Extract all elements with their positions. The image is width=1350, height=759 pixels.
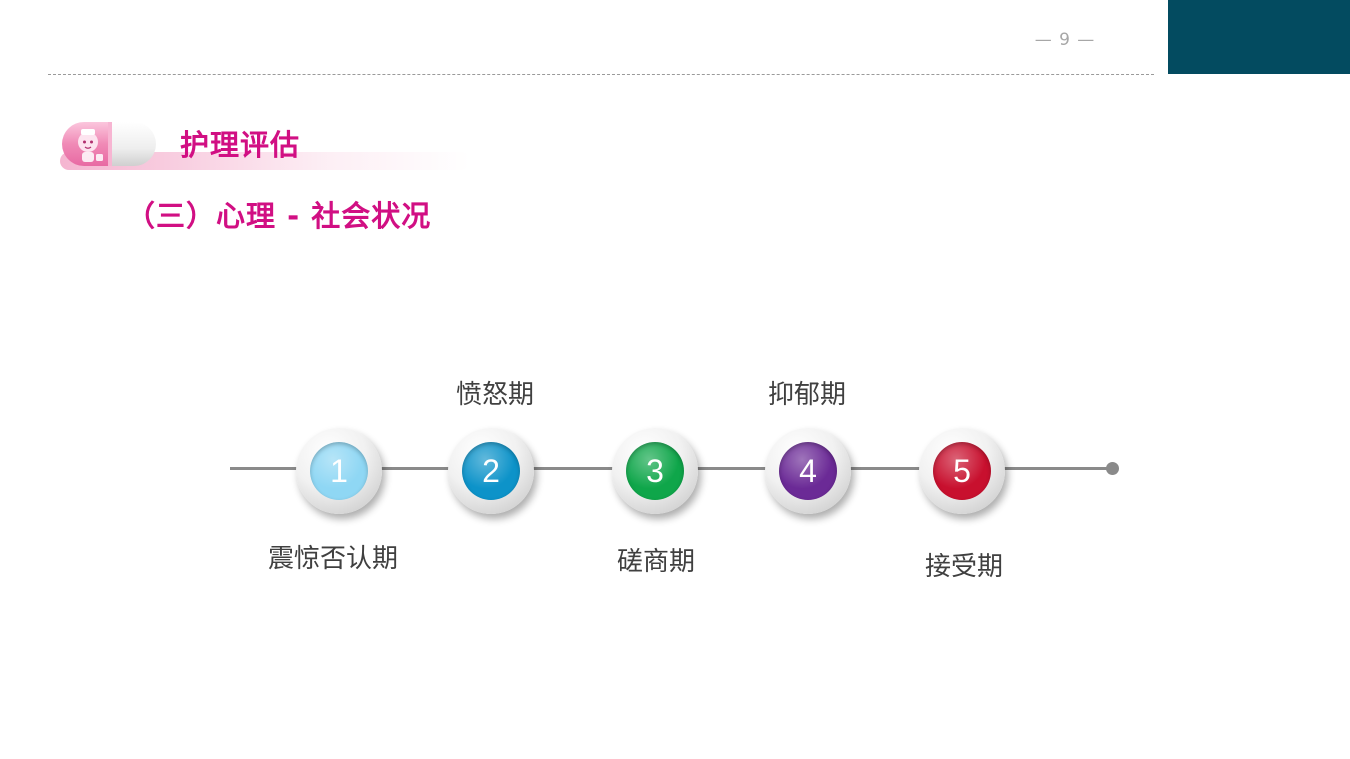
stage-5-node: 5 (919, 428, 1005, 514)
stage-1-node: 1 (296, 428, 382, 514)
header-divider (48, 74, 1154, 75)
stage-4-label: 抑郁期 (768, 380, 847, 410)
stage-2-label: 愤怒期 (456, 380, 535, 410)
stage-2-number: 2 (482, 453, 500, 489)
section-subtitle: （三）心理 - 社会状况 (126, 199, 432, 233)
section-title: 护理评估 (180, 128, 301, 162)
stage-1-number: 1 (330, 453, 348, 489)
stage-4-number: 4 (799, 453, 817, 489)
timeline-end-dot (1106, 462, 1119, 475)
section-title-underline (60, 152, 470, 170)
stage-3-node: 3 (612, 428, 698, 514)
stage-3-label: 磋商期 (617, 547, 696, 577)
stage-4-core (779, 442, 837, 500)
stage-3-number: 3 (646, 453, 664, 489)
corner-block (1168, 0, 1350, 74)
stage-5-core (933, 442, 991, 500)
stage-2-node: 2 (448, 428, 534, 514)
stage-3-core (626, 442, 684, 500)
stage-4-node: 4 (765, 428, 851, 514)
nurse-pill-icon (62, 122, 156, 166)
page-number: — 9 — (1034, 30, 1096, 50)
stage-5-label: 接受期 (925, 552, 1004, 582)
stage-5-number: 5 (953, 453, 971, 489)
stage-1-label: 震惊否认期 (268, 544, 399, 574)
stage-1-core (310, 442, 368, 500)
stage-2-core (462, 442, 520, 500)
